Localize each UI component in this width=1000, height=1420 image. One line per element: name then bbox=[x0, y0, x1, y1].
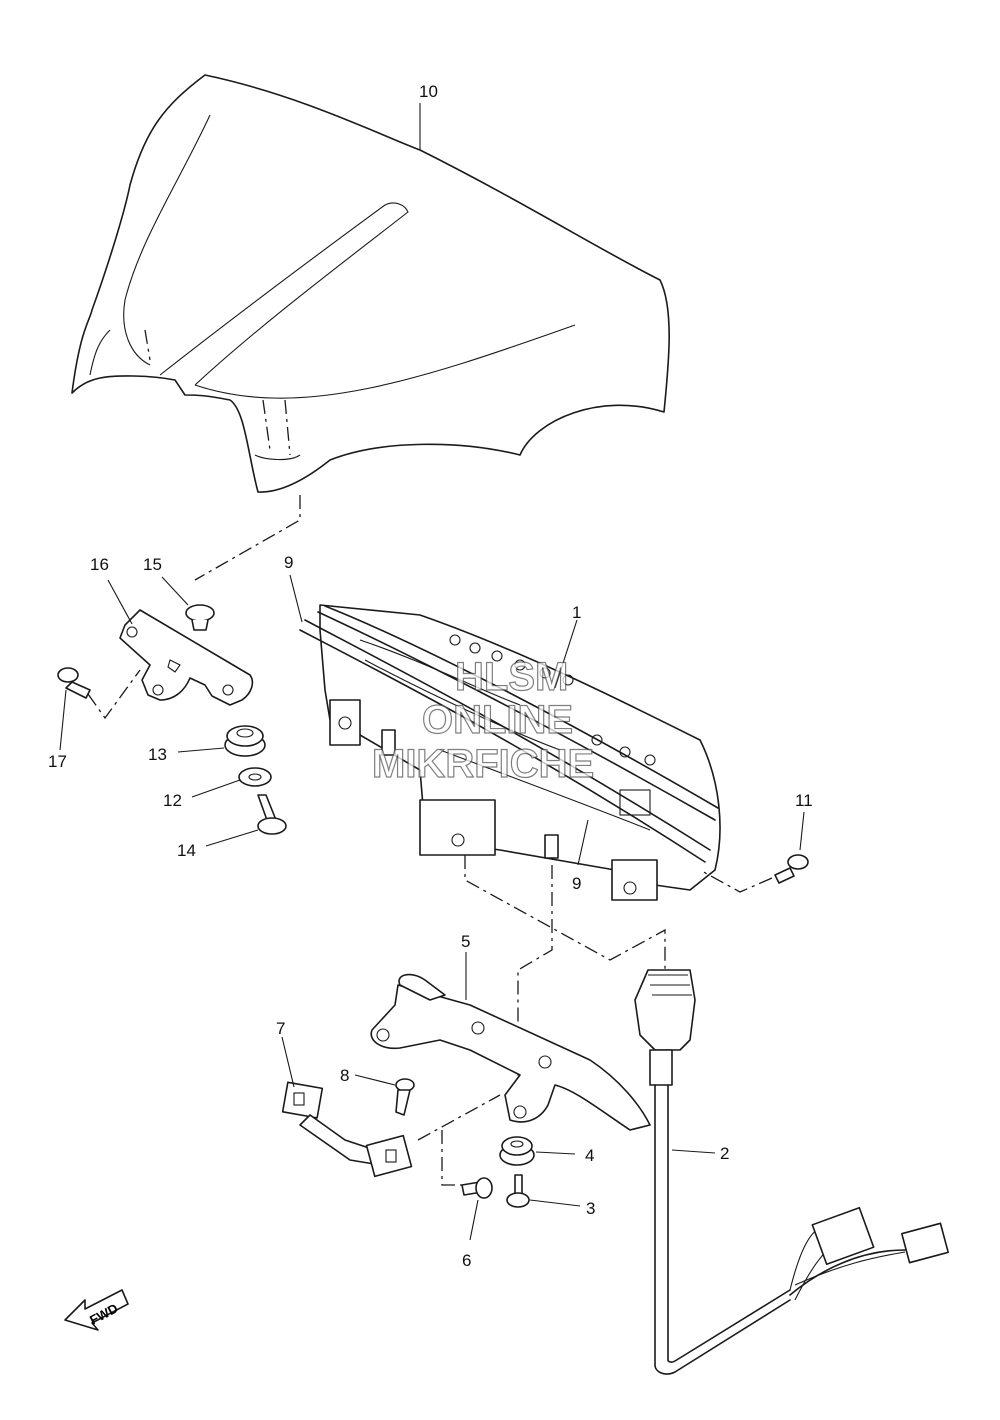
screw-17 bbox=[57, 667, 141, 751]
callout-13: 13 bbox=[148, 745, 167, 764]
connector-bracket-7 bbox=[281, 1036, 501, 1178]
small-bracket bbox=[107, 579, 254, 706]
screw-11 bbox=[699, 811, 809, 893]
grommet-4 bbox=[499, 1136, 576, 1166]
callout-6: 6 bbox=[462, 1251, 471, 1270]
watermark-line1: HLSM bbox=[455, 655, 568, 699]
callout-11: 11 bbox=[795, 791, 813, 810]
callout-7: 7 bbox=[276, 1019, 285, 1038]
callout-10: 10 bbox=[419, 82, 438, 101]
washer-12 bbox=[191, 767, 272, 798]
grommet-15 bbox=[161, 576, 215, 631]
damper-13 bbox=[177, 725, 266, 757]
watermark-line2: ONLINE bbox=[422, 698, 573, 742]
lower-bracket bbox=[370, 952, 651, 1131]
callout-16: 16 bbox=[90, 555, 109, 574]
callout-17: 17 bbox=[48, 752, 67, 771]
callout-8: 8 bbox=[340, 1066, 349, 1085]
bolt-14 bbox=[205, 794, 287, 847]
callout-15: 15 bbox=[143, 555, 162, 574]
callout-labels: 1 2 3 4 5 6 7 8 9 9 10 11 12 13 14 15 16… bbox=[48, 82, 813, 1270]
callout-1: 1 bbox=[572, 603, 581, 622]
callout-2: 2 bbox=[720, 1144, 729, 1163]
fwd-direction-arrow: FWD bbox=[64, 1289, 129, 1331]
callout-5: 5 bbox=[461, 932, 470, 951]
windscreen bbox=[71, 74, 670, 493]
meter-assembly bbox=[299, 604, 721, 901]
screw-3 bbox=[506, 1174, 581, 1208]
callout-3: 3 bbox=[586, 1199, 595, 1218]
watermark-line3: MIKRFICHE bbox=[372, 742, 594, 786]
callout-9-bottom: 9 bbox=[572, 874, 581, 893]
callout-9-top: 9 bbox=[284, 553, 293, 572]
screw-8 bbox=[354, 1074, 415, 1116]
callout-14: 14 bbox=[177, 841, 196, 860]
watermark: HLSM ONLINE MIKRFICHE bbox=[371, 654, 594, 786]
bolt-6 bbox=[441, 1130, 493, 1241]
wire-harness-2 bbox=[634, 969, 950, 1375]
callout-4: 4 bbox=[585, 1146, 594, 1165]
callout-12: 12 bbox=[163, 791, 182, 810]
